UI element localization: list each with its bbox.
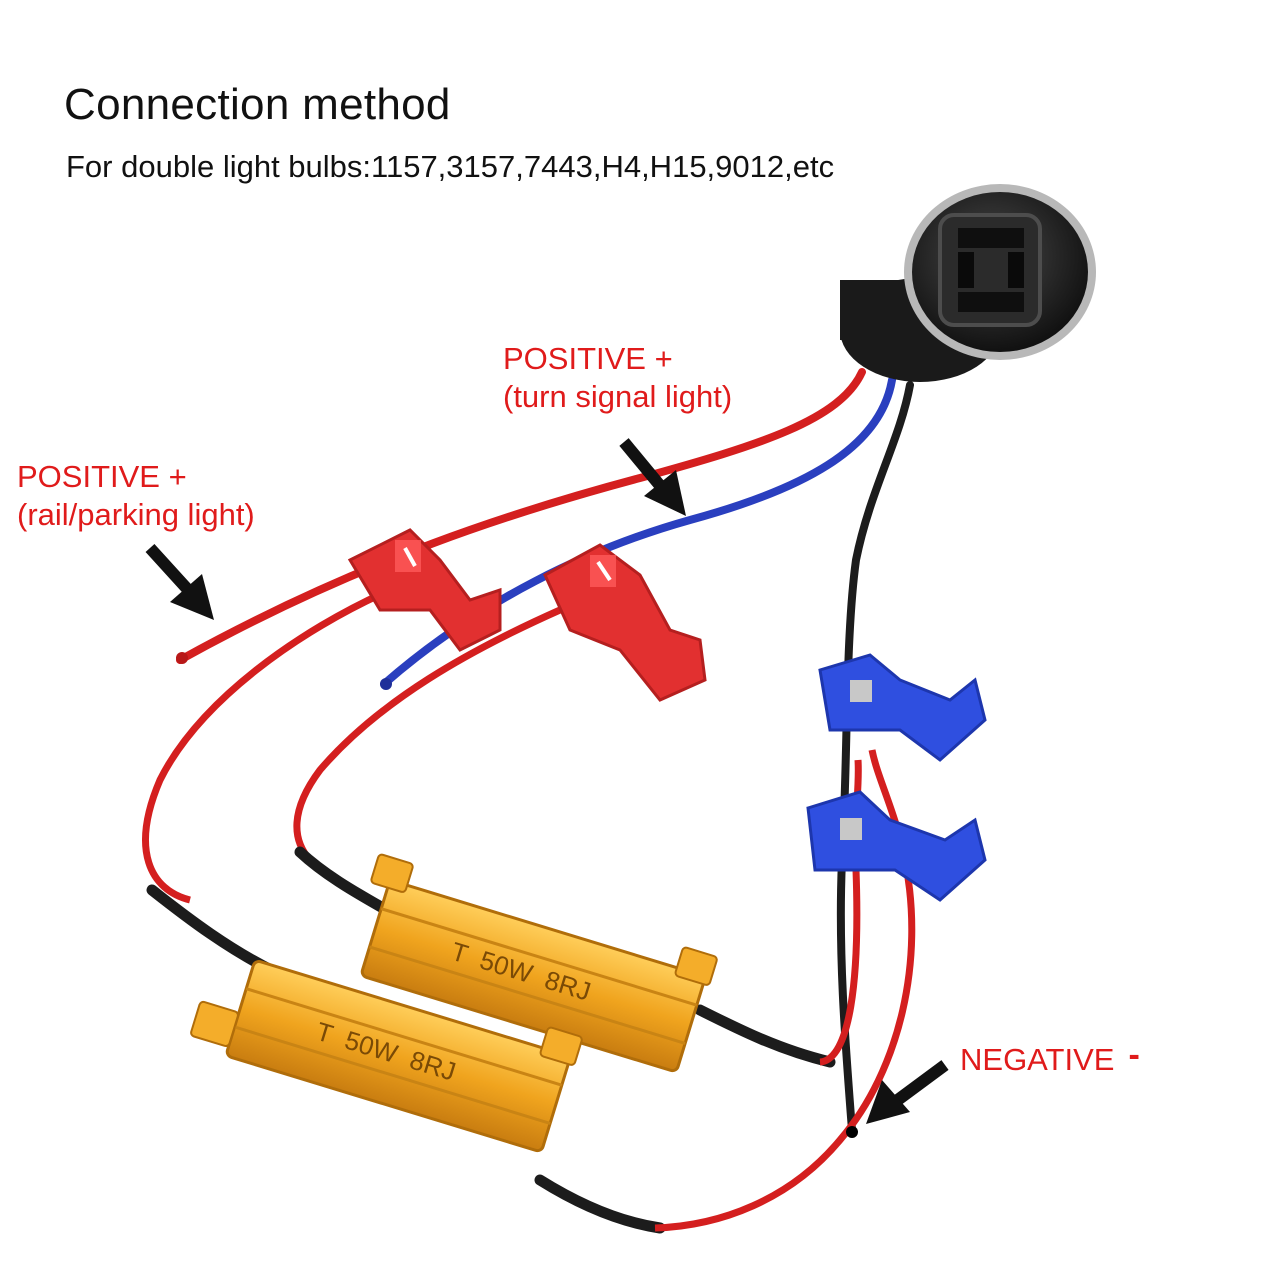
page-title: Connection method xyxy=(64,80,451,129)
blue-wire-loose-end xyxy=(380,678,392,690)
label-turn-line2: (turn signal light) xyxy=(503,379,733,414)
red-wire-loose-end xyxy=(176,652,188,664)
red-wire-socket-lead xyxy=(176,368,866,664)
label-rail-line2: (rail/parking light) xyxy=(17,497,255,532)
page-subtitle: For double light bulbs:1157,3157,7443,H4… xyxy=(66,149,835,184)
shrink-tube-front-in xyxy=(146,884,281,978)
black-wire-negative-end xyxy=(846,1126,858,1138)
label-negative-text: NEGATIVE xyxy=(960,1042,1115,1077)
arrow-icon-negative xyxy=(866,1060,949,1124)
label-positive-turn-signal: POSITIVE + (turn signal light) xyxy=(503,340,732,416)
label-turn-line1: POSITIVE + xyxy=(503,341,673,376)
red-wire-to-resistor-back xyxy=(293,606,562,863)
tap-connector-icon-blue-2 xyxy=(806,790,987,902)
tap-connector-icon-red-1 xyxy=(347,528,502,652)
arrow-icon-rail-parking xyxy=(145,543,214,620)
red-wire-front-out xyxy=(654,749,916,1232)
tap-connector-icon-blue-1 xyxy=(818,653,987,762)
black-lead-front-out xyxy=(534,1174,666,1234)
load-resistor-icon-back: T 50W 8RJ xyxy=(360,853,718,1073)
tap-connector-icon-red-2 xyxy=(543,543,707,702)
label-positive-rail-parking: POSITIVE + (rail/parking light) xyxy=(17,458,255,534)
bulb-socket-icon xyxy=(840,184,1096,382)
label-rail-line1: POSITIVE + xyxy=(17,459,187,494)
label-negative-sign: - xyxy=(1128,1036,1140,1074)
black-lead-back-out xyxy=(694,1004,836,1068)
label-negative: NEGATIVE- xyxy=(960,1036,1140,1079)
load-resistor-icon-front: T 50W 8RJ xyxy=(190,959,583,1153)
arrow-icon-turn-signal xyxy=(619,438,686,516)
red-wire-to-resistor-front xyxy=(142,586,392,904)
